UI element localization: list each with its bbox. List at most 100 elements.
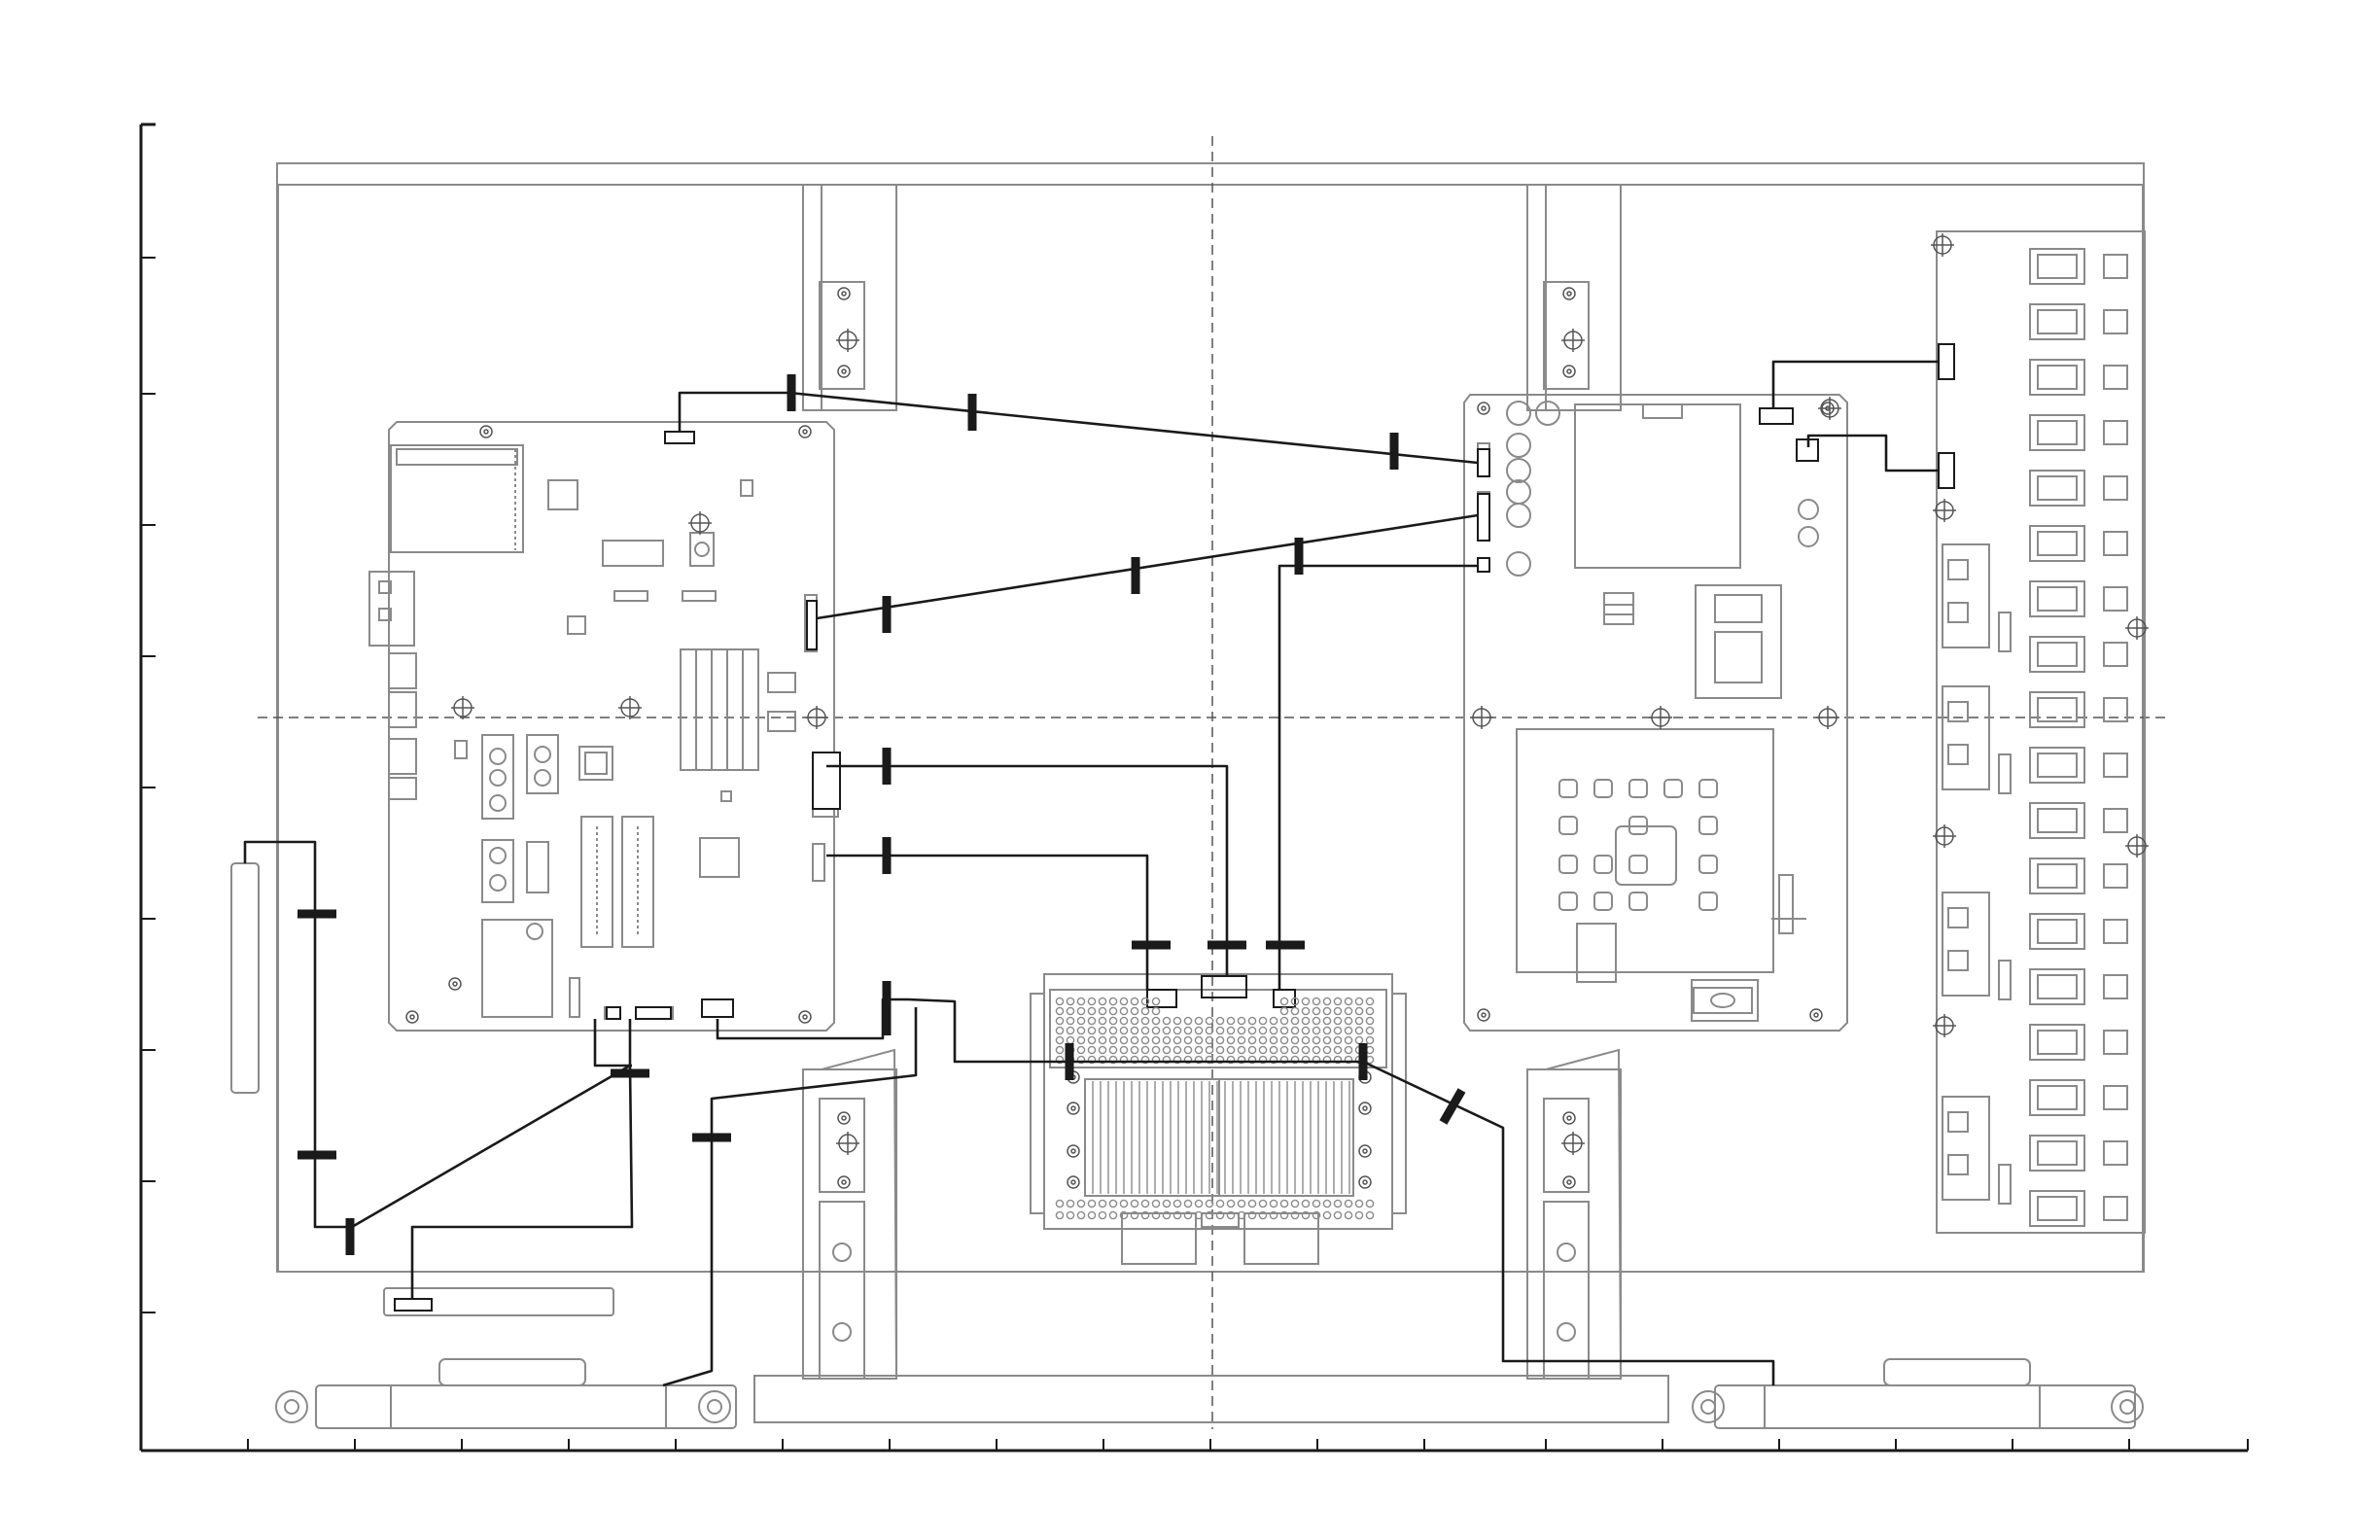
- vent-hole: [1131, 1027, 1138, 1033]
- clamp-icon: [788, 374, 796, 411]
- vent-hole: [1366, 1007, 1373, 1014]
- right-speaker: [1693, 1359, 2143, 1428]
- mount-hole: [838, 1112, 850, 1124]
- mount-hole-center: [1363, 1180, 1367, 1184]
- vent-hole: [1291, 1046, 1298, 1053]
- mount-hole-center: [842, 292, 846, 296]
- centerlines: [258, 136, 2168, 1429]
- vent-hole: [1312, 1007, 1319, 1014]
- vent-hole: [1280, 1046, 1287, 1053]
- mount-hole-center: [842, 369, 846, 373]
- vent-hole: [1152, 1046, 1159, 1053]
- vent-hole: [1195, 1200, 1202, 1207]
- pad: [1699, 892, 1717, 910]
- vent-hole: [1355, 1200, 1362, 1207]
- mount-hole: [1068, 1176, 1079, 1188]
- mount-hole-center: [842, 1180, 846, 1184]
- fet-cap: [1999, 612, 2011, 651]
- transformer-core: [2038, 1197, 2077, 1220]
- mount-hole: [1359, 1102, 1371, 1114]
- mount-hole-icon: [1068, 1176, 1079, 1188]
- fet: [1948, 745, 1968, 764]
- mount-hole-center: [1482, 1013, 1486, 1017]
- mount-hole-icon: [1563, 288, 1575, 299]
- vent-hole: [1141, 1046, 1148, 1053]
- clamp-icon: [692, 1134, 731, 1142]
- vent-hole: [1216, 1036, 1223, 1043]
- vent-hole: [1077, 1017, 1084, 1024]
- mount-hole-center: [1071, 1106, 1075, 1110]
- mount-hole: [838, 288, 850, 299]
- vent-hole: [1109, 1200, 1116, 1207]
- vent-hole: [1280, 1007, 1287, 1014]
- vent-hole: [1088, 1027, 1095, 1033]
- power-board: [1464, 395, 1847, 1031]
- vent-hole: [1312, 1046, 1319, 1053]
- pad: [1559, 780, 1577, 797]
- transformer-pin: [2104, 310, 2127, 333]
- clamp-icon: [1440, 1088, 1466, 1124]
- mount-hole: [1478, 402, 1489, 414]
- vent-hole: [1184, 1046, 1191, 1053]
- vent-hole: [1131, 1200, 1138, 1207]
- vent-hole: [1206, 1046, 1212, 1053]
- vent-hole: [1302, 1007, 1309, 1014]
- vent-hole: [1131, 1036, 1138, 1043]
- vent-hole: [1216, 1046, 1223, 1053]
- mount-hole-center: [803, 430, 807, 434]
- vent-hole: [1227, 1017, 1234, 1024]
- vent-hole: [1088, 998, 1095, 1004]
- vent-hole: [1227, 1027, 1234, 1033]
- mount-hole-icon: [1359, 1102, 1371, 1114]
- vent-hole: [1088, 1046, 1095, 1053]
- vent-hole: [1355, 1007, 1362, 1014]
- mount-hole: [799, 1011, 811, 1023]
- vent-hole: [1173, 1200, 1180, 1207]
- transformer-pin: [2104, 920, 2127, 943]
- fet: [1948, 951, 1968, 970]
- vent-hole: [1366, 1036, 1373, 1043]
- vent-hole: [1056, 1046, 1063, 1053]
- vent-hole: [1312, 1036, 1319, 1043]
- vent-hole: [1152, 998, 1159, 1004]
- power-board-pads: [1559, 780, 1717, 910]
- vent-hole: [1120, 998, 1127, 1004]
- vent-hole: [1088, 1017, 1095, 1024]
- transformer-pin: [2104, 1086, 2127, 1109]
- pad: [1699, 817, 1717, 834]
- vent-hole: [1141, 1200, 1148, 1207]
- vent-hole: [1067, 1017, 1073, 1024]
- vent-hole: [1184, 1036, 1191, 1043]
- mount-hole-icon: [1068, 1145, 1079, 1157]
- mount-hole-center: [1071, 1149, 1075, 1153]
- vent-hole: [1334, 1007, 1341, 1014]
- mount-hole-center: [1482, 406, 1486, 410]
- mount-hole-center: [1363, 1149, 1367, 1153]
- vent-hole: [1291, 1036, 1298, 1043]
- mount-hole: [838, 366, 850, 377]
- pad: [1664, 780, 1682, 797]
- transformer-core: [2038, 366, 2077, 389]
- clamp-icons: [298, 374, 1465, 1255]
- vent-hole: [1131, 1007, 1138, 1014]
- mount-hole-icon: [838, 1112, 850, 1124]
- mount-hole-icon: [1068, 1102, 1079, 1114]
- mount-hole-icon: [799, 1011, 811, 1023]
- connector-icon: [1478, 558, 1489, 572]
- mount-hole: [449, 978, 461, 990]
- vent-hole: [1216, 1200, 1223, 1207]
- connector-icon: [1478, 494, 1489, 541]
- vent-hole: [1334, 1211, 1341, 1218]
- clamp-icon: [1132, 557, 1140, 594]
- clamp-icon: [1132, 941, 1171, 950]
- vent-hole: [1238, 1027, 1244, 1033]
- vent-hole: [1334, 1046, 1341, 1053]
- vent-hole: [1366, 1027, 1373, 1033]
- vent-hole: [1238, 1200, 1244, 1207]
- connector-icon: [813, 752, 840, 809]
- vent-hole: [1323, 1017, 1330, 1024]
- transformer-core: [2038, 643, 2077, 666]
- pad: [1629, 856, 1647, 873]
- vent-hole: [1109, 1007, 1116, 1014]
